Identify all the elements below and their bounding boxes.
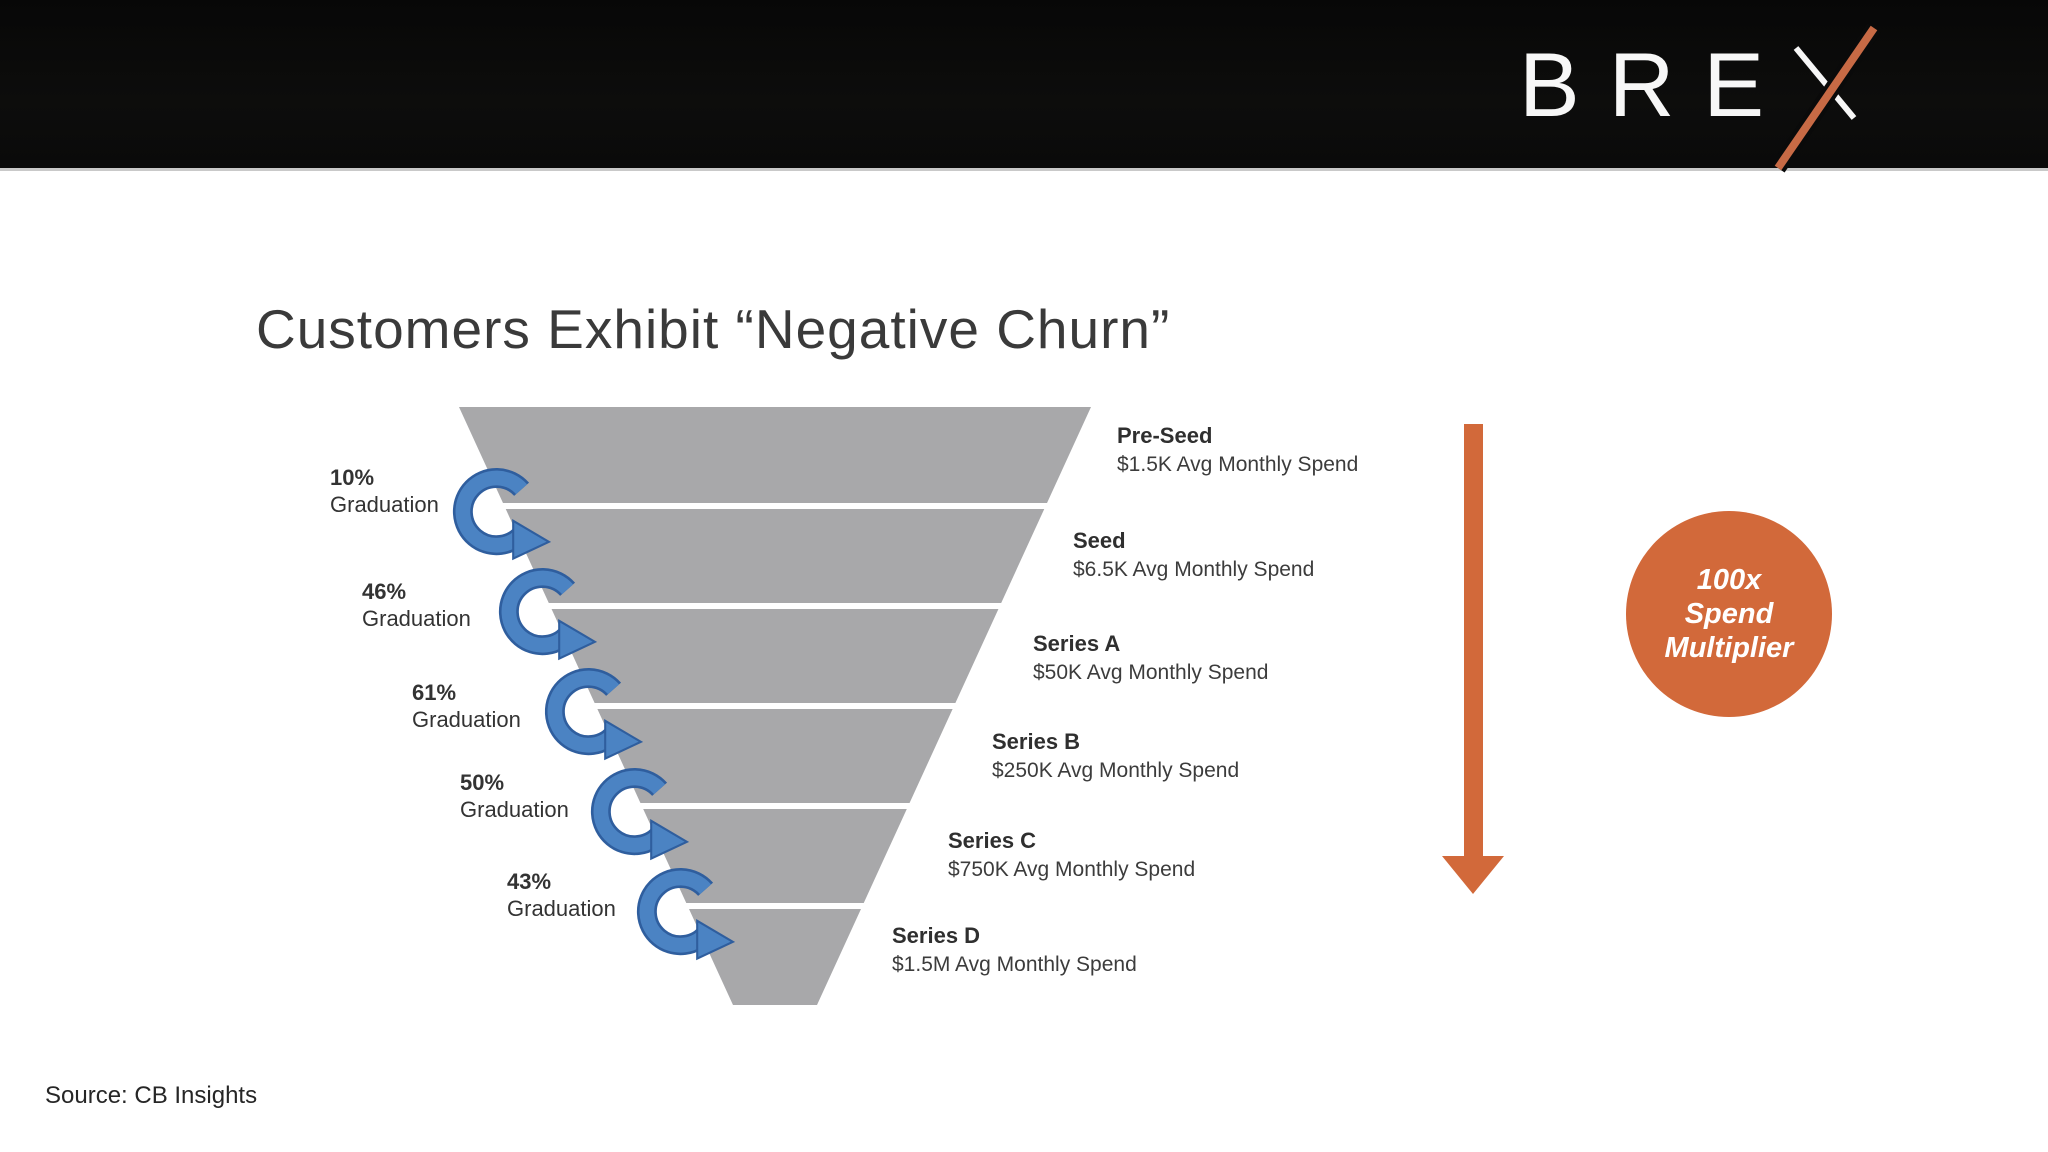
funnel-stage-spend: $750K Avg Monthly Spend	[948, 858, 1196, 881]
graduation-label: Graduation	[507, 896, 616, 921]
graduation-label: Graduation	[412, 707, 521, 732]
funnel-stage-label: Series D	[892, 923, 981, 948]
funnel-stage: Series C $750K Avg Monthly Spend	[948, 826, 1195, 884]
funnel-stage-spend: $1.5K Avg Monthly Spend	[1117, 453, 1359, 476]
funnel-stage: Pre-Seed $1.5K Avg Monthly Spend	[1117, 421, 1358, 479]
graduation-rate: 10%	[330, 465, 375, 490]
down-arrow-head-icon	[1442, 856, 1504, 894]
graduation-label: Graduation	[362, 606, 471, 631]
badge-line-2: Spend	[1684, 598, 1774, 630]
graduation-rate: 46%	[362, 579, 407, 604]
funnel-stage-spend: $6.5K Avg Monthly Spend	[1073, 558, 1315, 581]
funnel-stage: Series D $1.5M Avg Monthly Spend	[892, 921, 1137, 979]
graduation-label: Graduation	[330, 492, 439, 517]
funnel-stage-label: Pre-Seed	[1117, 423, 1213, 448]
graduation-rate: 43%	[507, 869, 552, 894]
graduation-label: Graduation	[460, 797, 569, 822]
header-bar: BRE	[0, 0, 2048, 173]
graduation-note: 50% Graduation	[460, 769, 569, 823]
funnel-stage-label: Series A	[1033, 631, 1121, 656]
source-note: Source: CB Insights	[45, 1082, 258, 1109]
funnel-chart	[380, 407, 1091, 1005]
funnel-stage-spend: $250K Avg Monthly Spend	[992, 759, 1240, 782]
page-title: Customers Exhibit “Negative Churn”	[256, 298, 1171, 360]
badge-line-1: 100x	[1696, 564, 1762, 596]
funnel-stage: Seed $6.5K Avg Monthly Spend	[1073, 526, 1314, 584]
graduation-note: 61% Graduation	[412, 679, 521, 733]
graduation-rate: 50%	[460, 770, 505, 795]
brex-logo-x-icon	[1771, 23, 1881, 173]
graduation-rate: 61%	[412, 680, 457, 705]
graduation-note: 43% Graduation	[507, 868, 616, 922]
brex-logo: BRE	[1519, 23, 1919, 173]
graduation-note: 46% Graduation	[362, 578, 471, 632]
funnel-stage-spend: $1.5M Avg Monthly Spend	[892, 953, 1137, 976]
funnel-stage: Series A $50K Avg Monthly Spend	[1033, 629, 1268, 687]
graduation-note: 10% Graduation	[330, 464, 439, 518]
funnel-stage-label: Seed	[1073, 528, 1126, 553]
funnel-stage-label: Series B	[992, 729, 1081, 754]
down-arrow	[1464, 424, 1483, 856]
funnel-stage: Series B $250K Avg Monthly Spend	[992, 727, 1239, 785]
spend-multiplier-badge: 100x Spend Multiplier	[1626, 511, 1832, 717]
badge-line-3: Multiplier	[1664, 632, 1794, 664]
funnel-stage-label: Series C	[948, 828, 1037, 853]
funnel-stage-spend: $50K Avg Monthly Spend	[1033, 661, 1269, 684]
brex-logo-text: BRE	[1519, 35, 1794, 136]
